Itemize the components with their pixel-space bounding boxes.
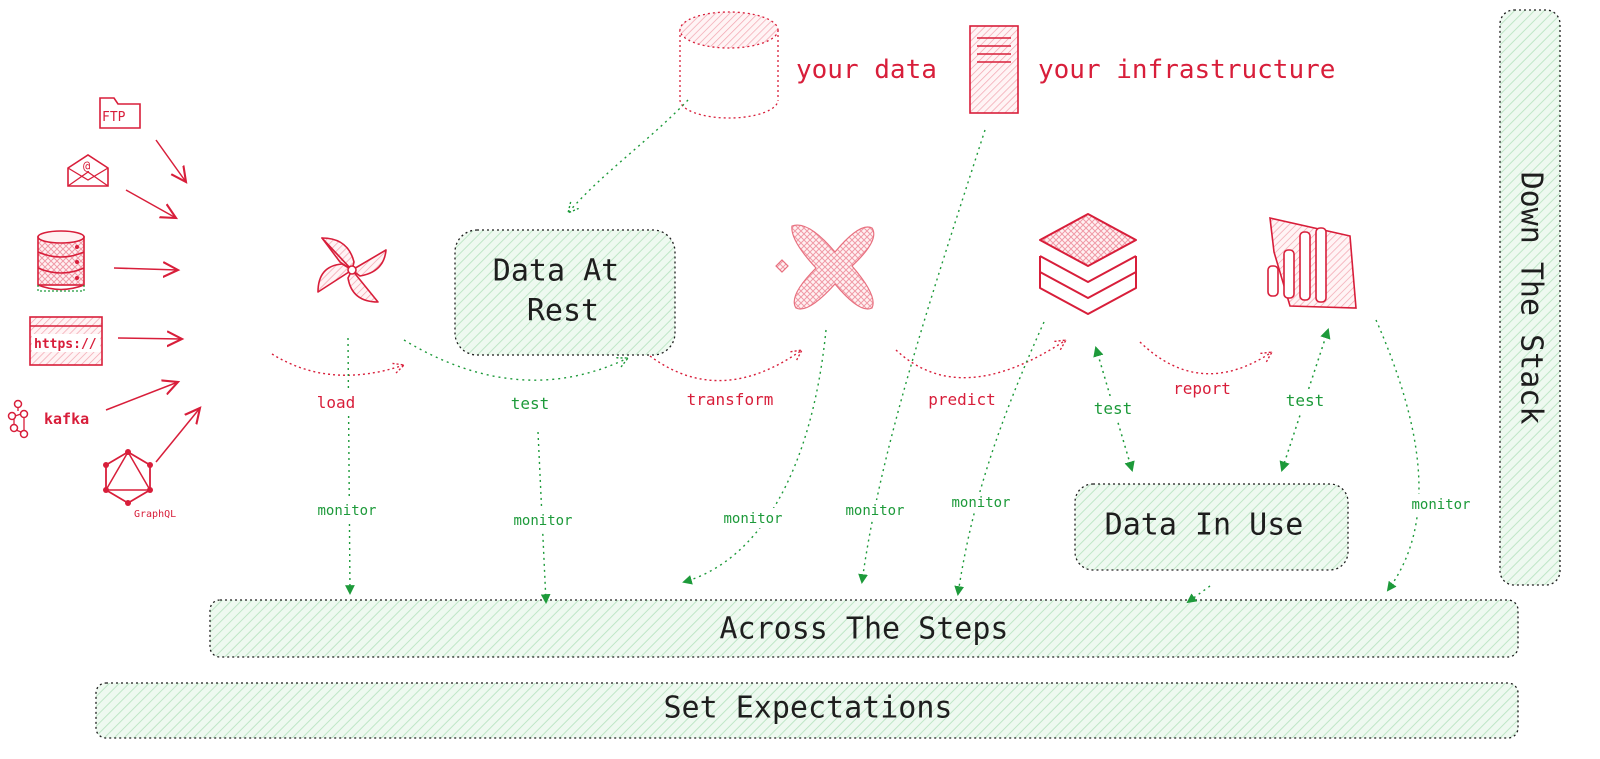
kafka-arrow (105, 382, 178, 411)
across-the-steps-box: Across The Steps (209, 599, 1519, 658)
down-the-stack-box: Down The Stack (1499, 9, 1561, 586)
step-label-transform: transform (687, 390, 774, 409)
server-icon (969, 25, 1019, 114)
https-arrow (117, 338, 182, 339)
your-infrastructure-label: your infrastructure (1038, 55, 1335, 85)
email-at-label: @ (83, 159, 90, 173)
monitor-label-5: monitor (951, 495, 1010, 511)
ftp-arrow (155, 139, 186, 182)
ftp-label: FTP (102, 110, 126, 125)
data-to-rest-connector (568, 99, 689, 213)
monitor-connector-6 (1186, 585, 1211, 604)
ftp-folder-icon: FTP (99, 97, 141, 129)
your-data-label: your data (796, 55, 937, 85)
monitor-label-3: monitor (723, 511, 782, 527)
monitor-connector-1 (345, 337, 355, 595)
down-the-stack-label: Down The Stack (1514, 172, 1549, 425)
kafka-label: kafka (44, 410, 89, 428)
step-label-load: load (317, 393, 356, 412)
monitor-label-1: monitor (317, 503, 376, 519)
monitor-label-2: monitor (513, 513, 572, 529)
bar-chart-icon (1267, 216, 1357, 309)
source-arrows (105, 139, 200, 463)
email-icon: @ (67, 154, 109, 187)
dbt-x-icon (775, 224, 875, 310)
data-at-rest-label-line2: Rest (527, 294, 599, 329)
data-in-use-box: Data In Use (1074, 483, 1349, 571)
set-expectations-box: Set Expectations (95, 682, 1519, 739)
email-arrow (125, 189, 176, 218)
monitor-connector-5 (1375, 319, 1420, 592)
set-expectations-label: Set Expectations (664, 691, 953, 726)
data-in-use-label: Data In Use (1105, 508, 1304, 543)
data-at-rest-label-line1: Data At (493, 254, 619, 289)
graphql-label: GraphQL (134, 509, 176, 520)
graphql-icon: GraphQL (103, 449, 176, 520)
monitor-connector-3 (682, 329, 827, 585)
monitor-label-4: monitor (845, 503, 904, 519)
database-arrow (113, 268, 178, 270)
stacked-layers-icon (1039, 213, 1137, 315)
database-icon (37, 230, 85, 292)
step-label-test-2: test (1094, 399, 1133, 418)
https-label: https:// (34, 337, 97, 352)
step-label-predict: predict (928, 390, 995, 409)
cylinder-icon (679, 11, 779, 119)
report-connector (1139, 342, 1272, 375)
step-label-report: report (1173, 379, 1231, 398)
monitor-connector-4 (954, 321, 1045, 596)
step-label-test-1: test (511, 394, 550, 413)
step-connectors (271, 340, 1272, 382)
monitor-label-6: monitor (1411, 497, 1470, 513)
graphql-arrow (155, 408, 200, 463)
step-label-test-3: test (1286, 391, 1325, 410)
predict-connector (895, 340, 1066, 379)
across-the-steps-label: Across The Steps (720, 612, 1009, 647)
data-at-rest-box: Data At Rest (454, 229, 676, 356)
transform-connector (649, 350, 802, 382)
kafka-icon: kafka (7, 399, 89, 439)
test-connector-1 (403, 339, 628, 381)
browser-https-icon: https:// (29, 316, 103, 366)
monitor-labels: monitor monitor monitor monitor monitor … (312, 492, 1478, 530)
pinwheel-icon (317, 237, 387, 303)
load-connector (271, 354, 404, 375)
